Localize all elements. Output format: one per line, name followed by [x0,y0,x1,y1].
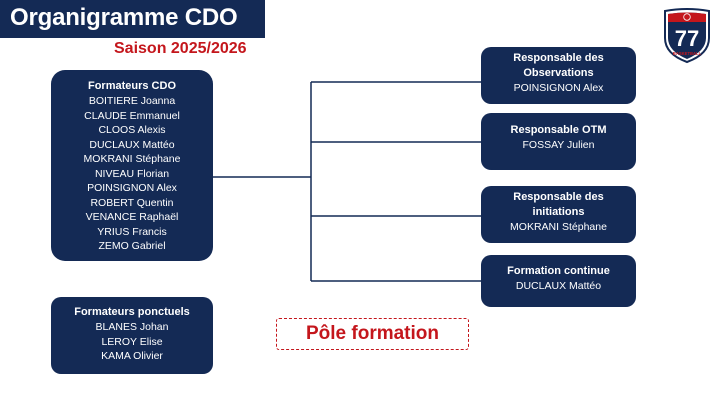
member-name: NIVEAU Florian [94,167,170,180]
role-person: FOSSAY Julien [522,139,595,151]
svg-text:77: 77 [675,26,699,51]
club-logo: 77 BASKETBALL [664,8,710,64]
member-name: DUCLAUX Mattéo [89,138,175,151]
formateurs-ponctuels-title: Formateurs ponctuels [74,306,190,318]
member-name: YRIUS Francis [97,225,167,238]
role-person: MOKRANI Stéphane [510,221,607,233]
role-person: DUCLAUX Mattéo [515,280,602,292]
member-name: LEROY Elise [101,335,163,348]
page-title: Organigramme CDO [10,4,238,31]
role-box-initiations: Responsable des initiations MOKRANI Stép… [481,186,636,243]
member-name: KAMA Olivier [101,350,163,362]
role-box-formation-continue: Formation continue DUCLAUX Mattéo [481,255,636,307]
title-banner: Organigramme CDO [0,0,265,38]
member-name: ROBERT Quentin [90,196,174,209]
member-name: POINSIGNON Alex [87,182,177,194]
role-box-observations: Responsable des Observations POINSIGNON … [481,47,636,104]
pole-formation-label: Pôle formation [276,318,469,350]
logo-text: BASKETBALL [673,51,702,56]
season-label: Saison 2025/2026 [114,40,247,57]
member-name: BOITIERE Joanna [88,95,176,107]
formateurs-cdo-box: Formateurs CDO BOITIERE Joanna CLAUDE Em… [51,70,213,261]
member-name: ZEMO Gabriel [98,240,166,252]
member-name: MOKRANI Stéphane [83,153,181,165]
formateurs-cdo-title: Formateurs CDO [87,80,177,92]
formateurs-ponctuels-box: Formateurs ponctuels BLANES Johan LEROY … [51,297,213,374]
member-name: VENANCE Raphaël [85,211,179,223]
role-box-otm: Responsable OTM FOSSAY Julien [481,113,636,170]
role-title: Responsable des [513,191,604,203]
role-title: initiations [532,206,585,218]
role-title: Observations [523,67,594,79]
role-title: Responsable OTM [510,124,607,136]
role-title: Responsable des [513,52,604,64]
role-person: POINSIGNON Alex [513,82,604,94]
member-name: CLAUDE Emmanuel [84,109,180,122]
member-name: CLOOS Alexis [98,124,166,136]
member-name: BLANES Johan [95,321,169,333]
role-title: Formation continue [507,265,610,277]
